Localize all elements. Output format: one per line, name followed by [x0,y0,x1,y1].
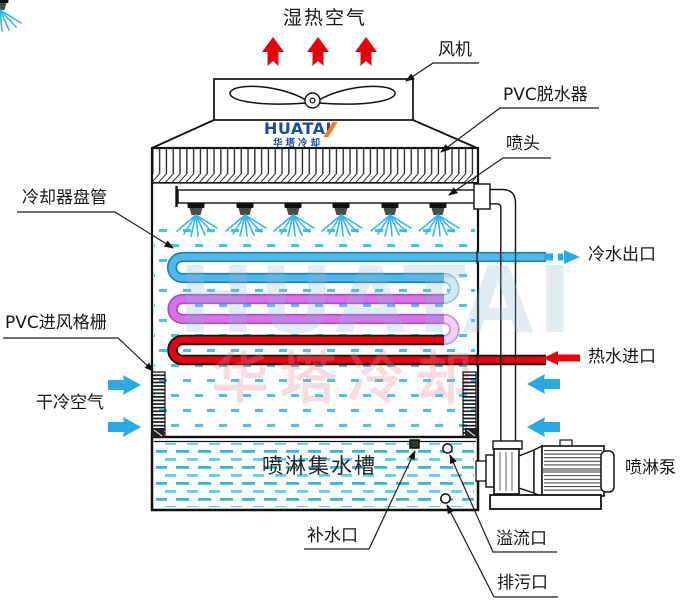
coil-turn-right-lower [443,315,458,344]
fan-blade-right [318,85,396,105]
tower-shell [150,119,480,512]
pump-bracket [518,448,535,494]
air-inlet-grilles [151,371,477,438]
label-drain-port: 排污口 [497,573,548,593]
brand-logo-subtext: 华塔冷却 [272,138,323,149]
label-fan: 风机 [438,40,472,60]
label-cold-water-out: 冷水出口 [588,245,656,265]
leader-eliminator [440,107,599,153]
makeup-port-symbol [409,439,420,449]
coil-warm [169,295,444,323]
overflow-port-symbol [442,443,453,454]
dry-air-arrows [108,374,560,437]
air-arrow-right-icon [108,417,141,437]
brand-logo: HUATAI 华塔冷却 [240,121,356,149]
air-arrow-right-icon [108,375,141,395]
leader-fan [405,62,479,82]
label-spray-pump: 喷淋泵 [625,458,676,478]
pump-base [489,494,602,510]
hot-water-arrow [543,351,580,365]
label-hot-water-in: 热水进口 [588,347,656,367]
leader-drain [446,504,558,598]
cold-out-arrowhead-icon [564,250,580,264]
brand-logo-text: HUATAI [264,121,338,137]
label-makeup-port: 补水口 [307,526,358,546]
watermark: HUATAI 华塔冷却 [178,247,576,412]
cold-water-arrow [544,250,580,264]
motor-endcap [600,450,615,493]
coil-turn-right-upper [443,274,458,303]
grille-right [462,371,477,438]
label-overflow-port: 溢流口 [496,529,547,549]
pvc-eliminator-band [152,149,477,184]
label-humid-hot-air: 湿热空气 [283,7,368,29]
fan-blade-left [229,85,307,105]
coil-hot [169,336,546,364]
grille-left [151,371,166,438]
collection-basin [150,435,480,512]
basin-ports [409,439,453,504]
label-eliminator: PVC脱水器 [503,85,588,105]
hot-air-arrow-icon [355,37,377,66]
pump-suction-flange [485,454,495,488]
label-inlet-grille: PVC进风格栅 [5,313,107,333]
label-basin: 喷淋集水槽 [262,454,377,478]
leader-lines [3,62,599,598]
label-nozzle: 喷头 [506,134,540,154]
flow-arrows [108,37,580,437]
leader-overflow [449,454,557,553]
spray-nozzles [0,0,460,237]
drain-port-symbol [440,493,451,504]
leader-makeup [304,450,416,550]
tower-interior [154,228,475,436]
watermark-line2: 华塔冷却 [212,347,484,412]
fan-hub [304,92,321,109]
spray-pump [475,439,615,510]
air-arrow-left-icon [527,374,560,394]
leader-nozzle [448,157,551,196]
leader-grille [3,337,154,372]
air-arrow-left-icon [527,417,560,437]
hot-air-arrow-icon [307,37,329,66]
label-dry-air: 干冷空气 [36,393,104,413]
hot-in-arrowhead-icon [543,351,558,365]
hot-air-arrows [262,37,377,66]
leader-coil [17,211,174,249]
coil-cold [168,253,546,282]
watermark-line1: HUATAI [178,247,576,354]
hot-air-arrow-icon [262,37,284,66]
cooling-coil [166,251,546,367]
label-coil: 冷却器盘管 [22,188,107,208]
fan-assembly [213,78,414,121]
